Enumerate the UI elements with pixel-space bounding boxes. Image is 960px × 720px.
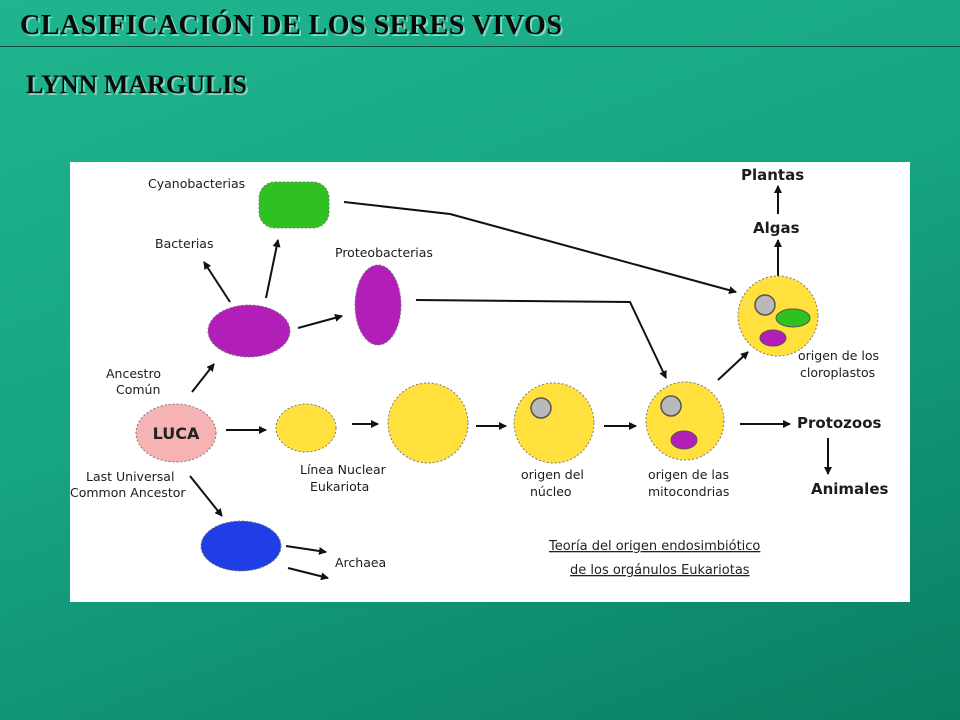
archaea-label: Archaea bbox=[335, 555, 386, 570]
mitochondria-label-2: mitocondrias bbox=[648, 484, 729, 499]
page-subtitle: LYNN MARGULIS bbox=[26, 70, 247, 99]
eukaryote-label-1: Línea Nuclear bbox=[300, 462, 387, 477]
title-divider bbox=[0, 46, 960, 47]
arrow-luca-to-common-ancestor bbox=[191, 363, 215, 393]
lua-label-1: Last Universal bbox=[86, 469, 174, 484]
protozoa-label: Protozoos bbox=[797, 414, 882, 432]
lua-label-2: Common Ancestor bbox=[70, 485, 186, 500]
nucleus-organelle bbox=[530, 397, 552, 419]
luca-label: LUCA bbox=[153, 424, 200, 443]
arrow-archaea-1 bbox=[285, 545, 327, 555]
nucleus-label-1: origen del bbox=[521, 467, 584, 482]
arrow-archaea-2 bbox=[287, 567, 329, 581]
arrow-to-proteobacteria bbox=[297, 313, 343, 329]
arrows bbox=[189, 185, 832, 581]
proteobacteria-label: Proteobacterias bbox=[335, 245, 433, 260]
nucleus-organelle-2 bbox=[660, 395, 682, 417]
chloroplast-label-1: origen de los bbox=[798, 348, 879, 363]
eukaryote-label-2: Eukariota bbox=[310, 479, 369, 494]
theory-title-2: de los orgánulos Eukariotas bbox=[570, 563, 750, 578]
common-ancestor-label-2: Común bbox=[116, 382, 160, 397]
arrow-cyanobacteria-to-chloroplast bbox=[343, 201, 737, 295]
luca-cell bbox=[135, 403, 217, 463]
chloroplast-organelle bbox=[775, 308, 811, 328]
proteobacteria-cell bbox=[354, 264, 402, 346]
arrow-to-bacteria bbox=[203, 261, 231, 303]
arrow-luca-to-archaea bbox=[189, 475, 223, 517]
common-ancestor-cell bbox=[207, 304, 291, 358]
arrow-to-cyanobacteria bbox=[265, 239, 281, 299]
animals-label: Animales bbox=[811, 480, 888, 498]
chloroplast-label-2: cloroplastos bbox=[800, 365, 875, 380]
mitochondrion-organelle-2 bbox=[759, 329, 787, 347]
mitochondria-label-1: origen de las bbox=[648, 467, 729, 482]
page-title: CLASIFICACIÓN DE LOS SERES VIVOS bbox=[20, 10, 563, 41]
eukaryote-cell bbox=[387, 382, 469, 464]
common-ancestor-label-1: Ancestro bbox=[106, 366, 161, 381]
arrow-to-chloroplast bbox=[717, 351, 749, 381]
eukaryote-line-cell bbox=[275, 403, 337, 453]
archaea-cell bbox=[200, 520, 282, 572]
diagram-panel bbox=[70, 162, 910, 602]
bacteria-label: Bacterias bbox=[155, 236, 213, 251]
theory-title-1: Teoría del origen endosimbiótico bbox=[548, 539, 760, 554]
algae-label: Algas bbox=[753, 219, 800, 237]
nucleus-origin-cell bbox=[513, 382, 595, 464]
nucleus-label-2: núcleo bbox=[530, 484, 572, 499]
plants-label: Plantas bbox=[741, 166, 804, 184]
cyanobacteria-cell bbox=[258, 181, 330, 229]
arrow-proteobacteria-to-mitochondria bbox=[415, 299, 667, 379]
mitochondrion-organelle bbox=[670, 430, 698, 450]
nucleus-organelle-3 bbox=[754, 294, 776, 316]
cyanobacteria-label: Cyanobacterias bbox=[148, 176, 245, 191]
